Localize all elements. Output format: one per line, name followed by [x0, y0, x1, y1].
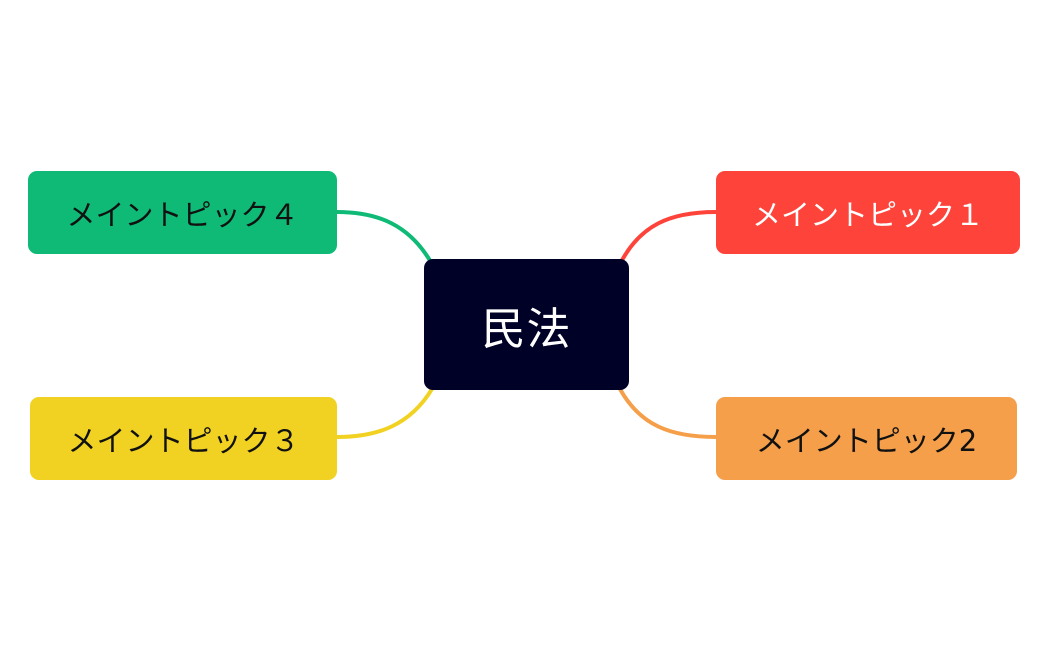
main-topic-2-label: メイントピック2	[755, 423, 978, 458]
central-topic[interactable]: 民法	[424, 259, 629, 390]
main-topic-1-label: メイントピック１	[751, 197, 984, 232]
connector-topic-2	[618, 387, 718, 439]
main-topic-1[interactable]: メイントピック１	[716, 171, 1020, 254]
main-topic-3[interactable]: メイントピック３	[30, 397, 337, 480]
main-topic-2[interactable]: メイントピック2	[716, 397, 1017, 480]
central-topic-label: 民法	[481, 303, 572, 355]
main-topic-3-label: メイントピック３	[67, 423, 300, 458]
main-topic-4[interactable]: メイントピック４	[28, 171, 337, 254]
main-topic-4-label: メイントピック４	[66, 197, 299, 232]
connector-topic-1	[618, 210, 718, 266]
connector-topic-4	[335, 210, 434, 266]
connector-topic-3	[335, 387, 434, 439]
